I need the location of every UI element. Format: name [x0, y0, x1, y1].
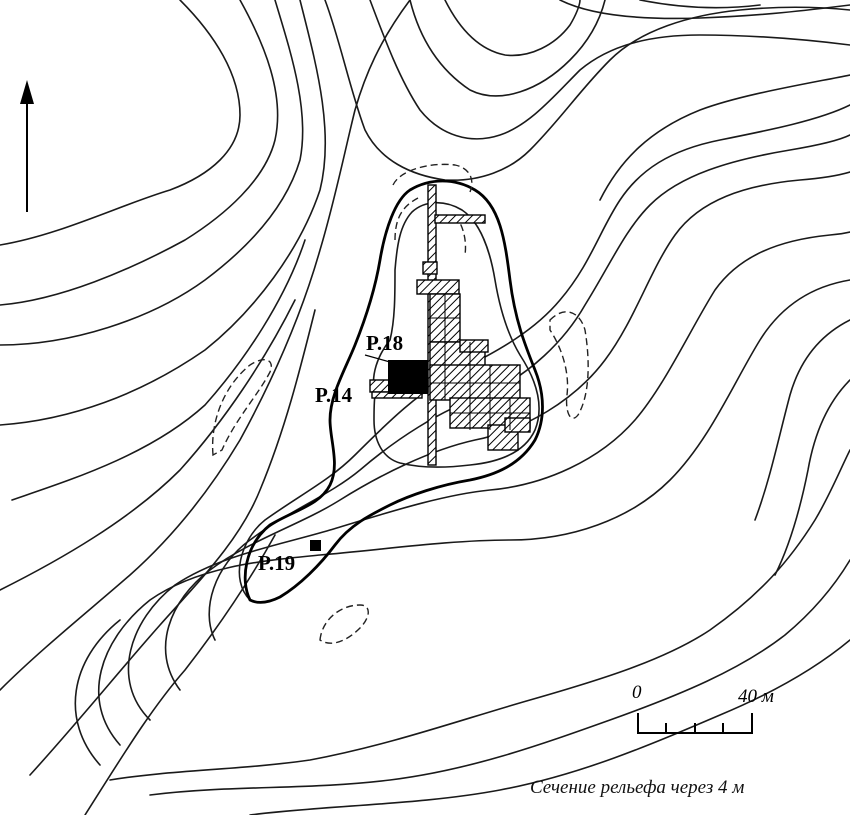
plateau-contour	[243, 179, 544, 604]
scale-start-label: 0	[632, 682, 642, 703]
excavation-trenches	[369, 184, 531, 466]
summit-contour	[372, 201, 540, 468]
feature-p19-marker	[310, 540, 321, 551]
contour-interval-caption: Сечение рельефа через 4 м	[530, 777, 744, 798]
label-p19: P.19	[258, 551, 295, 575]
scale-end-label: 40 м	[738, 686, 774, 707]
north-arrow-icon	[20, 80, 34, 212]
scale-bar: 0 40 м	[632, 682, 774, 734]
label-p14: P.14	[315, 383, 353, 407]
label-p18: P.18	[366, 331, 403, 355]
feature-p18-marker	[388, 360, 428, 394]
